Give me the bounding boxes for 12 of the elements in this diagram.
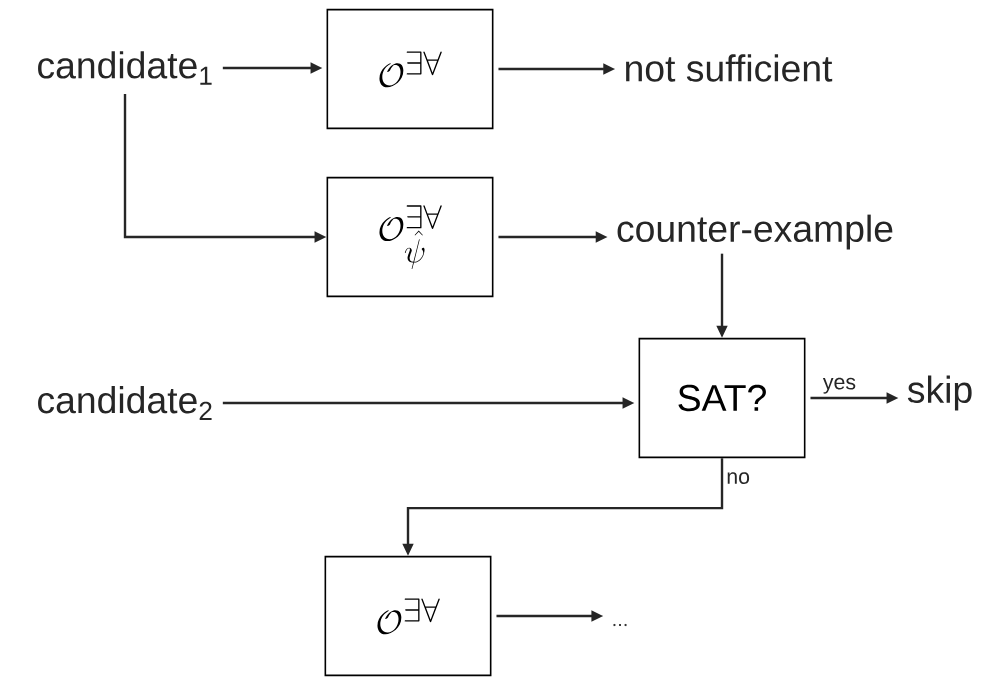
ellipsis-label: ... — [613, 623, 627, 627]
oracle-box: $\mathcal{O}^{\exists\forall}_{\hat{\psi}}$ — [326, 176, 494, 298]
edge-label: yes — [821, 376, 858, 396]
output-label: skip — [907, 375, 972, 411]
decision-box: SAT? — [638, 337, 806, 459]
output-label: counter-example — [617, 214, 893, 250]
input-label: candidate$_{1}$ — [38, 51, 212, 85]
input-label: candidate$_{2}$ — [38, 386, 212, 420]
oracle-box: $\mathcal{O}^{\exists\forall}$ — [324, 555, 492, 677]
edge-label: no — [724, 470, 752, 486]
oracle-box: $\mathcal{O}^{\exists\forall}$ — [326, 8, 494, 130]
output-label: not sufficient — [626, 54, 833, 82]
